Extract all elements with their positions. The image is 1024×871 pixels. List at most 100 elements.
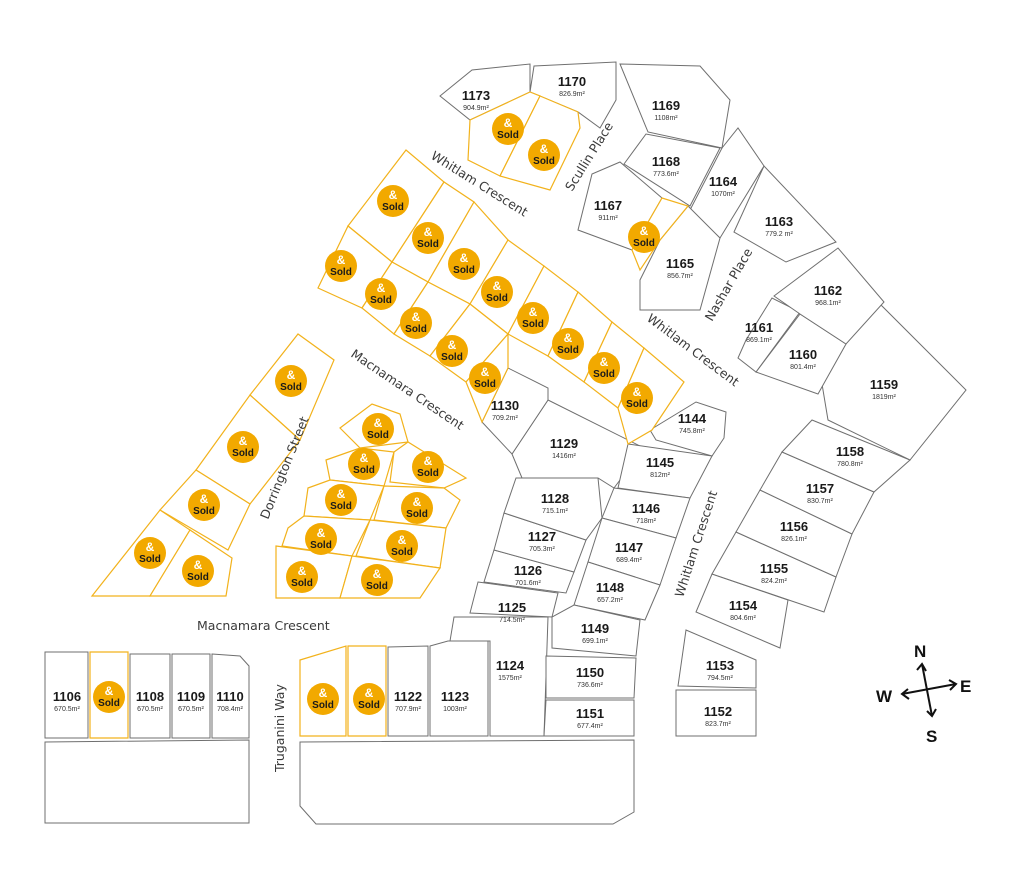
lot-number: 1158 (836, 444, 864, 459)
lot-number: 1145 (646, 455, 674, 470)
sold-badge-symbol: & (360, 451, 369, 465)
lot-1153[interactable] (677, 629, 757, 689)
sold-badge-circle (517, 302, 549, 334)
sold-badge: &Sold (365, 278, 397, 310)
sold-badge-label: Sold (633, 238, 655, 249)
reserve-bottom-left (44, 739, 250, 824)
sold-badge-symbol: & (529, 305, 538, 319)
sold-badge-circle (325, 250, 357, 282)
lot-number: 1147 (615, 540, 643, 555)
lot-area: 1575m² (498, 675, 522, 682)
sold-badge: &Sold (188, 489, 220, 521)
lot-area: 824.2m² (761, 578, 787, 585)
sold-badge-circle (227, 431, 259, 463)
sold-badge: &Sold (286, 561, 318, 593)
sold-badge-symbol: & (287, 368, 296, 382)
sold-badge-symbol: & (398, 533, 407, 547)
sold-badge-circle (628, 221, 660, 253)
sold-badge-circle (353, 683, 385, 715)
lot-1108[interactable] (129, 653, 171, 739)
lot-area: 968.1m² (815, 300, 841, 307)
sold-badge-circle (492, 113, 524, 145)
lot-1106[interactable] (44, 651, 89, 739)
lot-number: 1106 (53, 689, 81, 704)
lot-number: 1163 (765, 214, 793, 229)
sold-badge-symbol: & (448, 338, 457, 352)
lot-number: 1126 (514, 563, 542, 578)
lot-1162[interactable] (773, 247, 885, 345)
lot-number: 1156 (780, 519, 808, 534)
lot-number: 1160 (789, 347, 817, 362)
sold-badge-label: Sold (417, 468, 439, 479)
sold-badge-circle (412, 451, 444, 483)
sold-badge-symbol: & (337, 253, 346, 267)
compass-east: E (960, 677, 971, 696)
lot-number: 1148 (596, 580, 624, 595)
sold-badge-symbol: & (460, 251, 469, 265)
sold-badge-symbol: & (298, 564, 307, 578)
lot-1163[interactable] (733, 165, 837, 263)
lot-1169[interactable] (619, 63, 731, 149)
sold-badge-label: Sold (280, 382, 302, 393)
lot-area: 745.8m² (679, 428, 705, 435)
sold-badge-symbol: & (481, 365, 490, 379)
sold-badge: &Sold (517, 302, 549, 334)
lot-1122[interactable] (387, 645, 429, 737)
lot-1152[interactable] (675, 689, 757, 737)
sold-badge-label: Sold (193, 506, 215, 517)
lot-area: 677.4m² (577, 723, 603, 730)
lot-1123[interactable] (429, 640, 489, 737)
sold-badge: &Sold (400, 307, 432, 339)
reserve-bottom-middle (299, 739, 635, 825)
street-macnamara-horizontal: Macnamara Crescent (197, 618, 330, 633)
lot-number: 1128 (541, 491, 569, 506)
sold-badge-symbol: & (373, 567, 382, 581)
lot-area: 670.5m² (137, 706, 163, 713)
sold-badge: &Sold (412, 451, 444, 483)
sold-badge-label: Sold (330, 267, 352, 278)
sold-badge: &Sold (621, 382, 653, 414)
lot-1110[interactable] (211, 653, 250, 739)
lot-number: 1110 (216, 689, 244, 704)
sold-badge: &Sold (528, 139, 560, 171)
sold-badge-label: Sold (593, 369, 615, 380)
lot-1173[interactable] (439, 63, 531, 121)
lot-number: 1167 (594, 198, 622, 213)
sold-badge-symbol: & (374, 416, 383, 430)
lot-number: 1157 (806, 481, 834, 496)
sold-badge-label: Sold (370, 295, 392, 306)
sold-badge: &Sold (307, 683, 339, 715)
sold-badge: &Sold (552, 328, 584, 360)
lot-area: 670.5m² (178, 706, 204, 713)
sold-badge-circle (436, 335, 468, 367)
lot-1150[interactable] (545, 655, 637, 699)
lot-1144[interactable] (649, 401, 727, 457)
lot-1151[interactable] (543, 699, 635, 737)
lot-area: 801.4m² (790, 364, 816, 371)
lot-number: 1149 (581, 621, 609, 636)
sold-badge-symbol: & (493, 279, 502, 293)
sold-badge-circle (481, 276, 513, 308)
sold-badge-label: Sold (406, 509, 428, 520)
lot-1158[interactable] (781, 419, 911, 493)
sold-badge-circle (469, 362, 501, 394)
sold-badge-circle (528, 139, 560, 171)
sold-badge-label: Sold (353, 465, 375, 476)
sold-badge: &Sold (93, 681, 125, 713)
sold-badge-symbol: & (377, 281, 386, 295)
lot-1148[interactable] (573, 561, 661, 621)
sold-badge-symbol: & (365, 686, 374, 700)
lot-1149[interactable] (551, 604, 641, 657)
lot-number: 1169 (652, 98, 680, 113)
lot-1109[interactable] (171, 653, 211, 739)
lot-1161[interactable] (737, 297, 801, 373)
